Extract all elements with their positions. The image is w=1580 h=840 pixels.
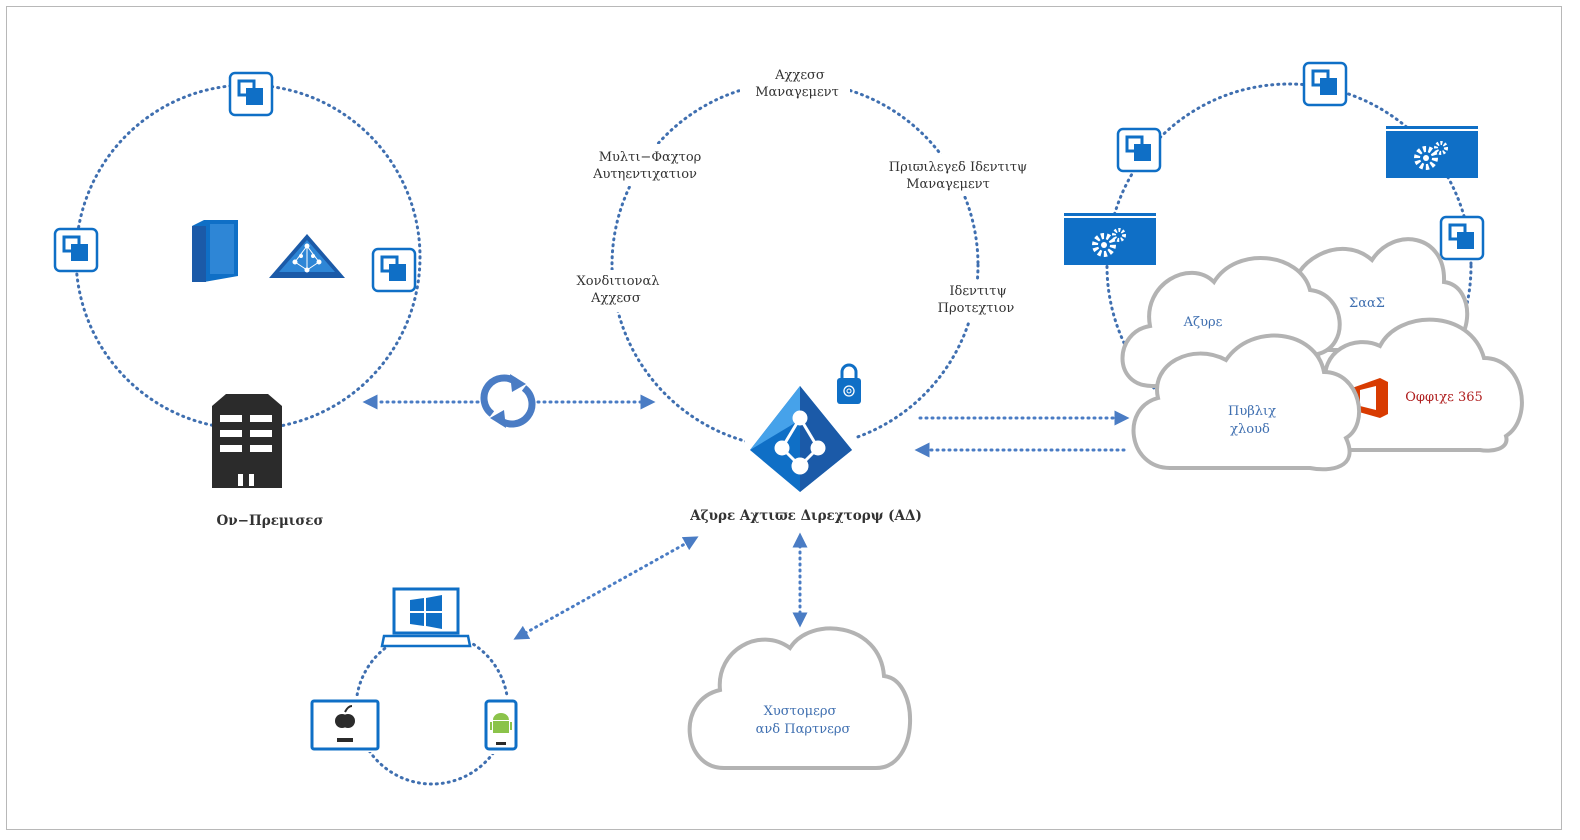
customers-label: ανδ Παρτνερσ	[756, 722, 851, 737]
saas-label: ΣααΣ	[1349, 296, 1385, 311]
gear-window-icon	[1386, 126, 1478, 178]
office-icon	[1352, 378, 1388, 418]
app-window-icon	[1439, 215, 1485, 261]
sync-icon	[480, 374, 536, 428]
laptop-windows-icon	[380, 587, 472, 648]
feature-label: Αχχεσσ	[774, 68, 825, 83]
diagram-frame	[6, 6, 1562, 830]
feature-label: Ιδεντιτψ	[949, 284, 1006, 299]
customers-label: Χυστομερσ	[764, 704, 837, 719]
feature-label: Αυτηεντιχατιον	[592, 167, 697, 182]
on-premises-label: Ον−Πρεμισεσ	[217, 513, 324, 529]
office-365-label: Οφφιχε 365	[1405, 390, 1483, 405]
app-window-icon	[371, 247, 417, 293]
feature-label: Πριϖιλεγεδ Ιδεντιτψ	[889, 160, 1028, 175]
customers-partners-cloud	[687, 626, 913, 770]
feature-mfa: Μυλτι−Φαχτορ Αυτηεντιχατιον	[592, 150, 701, 182]
app-window-icon	[53, 227, 99, 273]
app-window-icon	[228, 71, 274, 117]
on-premises-ring	[74, 83, 422, 431]
feature-label: Αχχεσσ	[590, 291, 641, 306]
feature-privileged-identity: Πριϖιλεγεδ Ιδεντιτψ Μαναγεμεντ	[889, 160, 1028, 192]
feature-label: Μυλτι−Φαχτορ	[599, 150, 702, 165]
lock-icon	[837, 363, 861, 404]
public-cloud-label: Πυβλιχ	[1228, 404, 1276, 419]
azure-ad-icon	[750, 386, 852, 492]
android-phone-icon	[484, 699, 518, 751]
feature-label: Μαναγεμεντ	[755, 85, 839, 100]
feature-label: Προτεχτιον	[938, 301, 1015, 316]
public-cloud	[1131, 333, 1362, 472]
building-icon	[212, 394, 282, 488]
on-premises-group: Ον−Πρεμισεσ	[53, 71, 422, 529]
app-window-icon	[1116, 127, 1162, 173]
public-cloud-label: χλουδ	[1230, 422, 1270, 437]
cloud-services-ring	[1105, 82, 1473, 450]
azure-label: Αζυρε	[1183, 315, 1223, 330]
pyramid-network-icon	[269, 234, 345, 278]
book-directory-icon	[192, 220, 238, 282]
feature-access-management: Αχχεσσ Μαναγεμεντ	[755, 68, 839, 100]
feature-label: Χονδιτιοναλ	[577, 274, 660, 289]
feature-conditional-access: Χονδιτιοναλ Αχχεσσ	[577, 274, 660, 306]
feature-label: Μαναγεμεντ	[906, 177, 990, 192]
azure-ad-title: Αζυρε Αχτιϖε Διρεχτορψ (ΑΔ)	[689, 508, 922, 524]
apple-device-icon	[310, 699, 380, 751]
app-window-icon	[1302, 61, 1348, 107]
arrow-devices-azure-ad	[513, 536, 699, 640]
feature-identity-protection: Ιδεντιτψ Προτεχτιον	[938, 284, 1015, 316]
gear-window-icon	[1064, 213, 1156, 265]
